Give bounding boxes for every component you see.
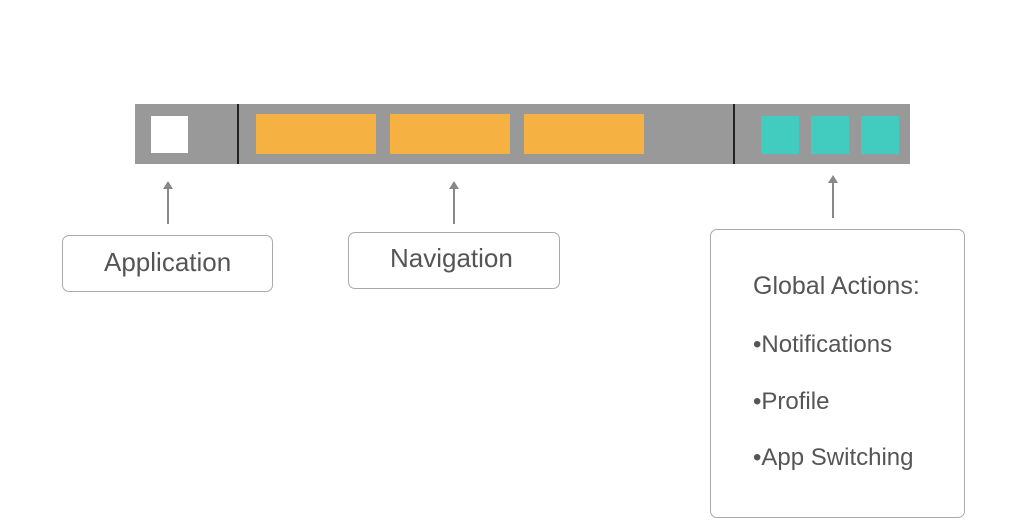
- application-label-box: Application: [62, 235, 273, 292]
- application-label: Application: [104, 247, 232, 277]
- arrow-up-icon: [158, 180, 178, 224]
- global-actions-item: •Profile: [753, 388, 830, 415]
- action-slot-1: [761, 116, 799, 154]
- action-slot-2: [811, 116, 849, 154]
- application-slot: [151, 116, 188, 153]
- nav-slot-1: [256, 114, 376, 154]
- global-actions-title: Global Actions:: [753, 272, 920, 300]
- bar-divider-left: [237, 104, 239, 164]
- arrow-up-icon: [444, 180, 464, 224]
- global-actions-item: •Notifications: [753, 331, 893, 358]
- global-actions-box: Global Actions: •Notifications •Profile …: [710, 229, 965, 518]
- arrow-up-icon: [823, 174, 843, 218]
- nav-slot-2: [390, 114, 510, 154]
- navigation-label: Navigation: [390, 243, 513, 273]
- nav-slot-3: [524, 114, 644, 154]
- navigation-label-box: Navigation: [348, 232, 560, 289]
- bar-divider-right: [733, 104, 735, 164]
- global-actions-item: •App Switching: [753, 444, 914, 471]
- action-slot-3: [861, 116, 899, 154]
